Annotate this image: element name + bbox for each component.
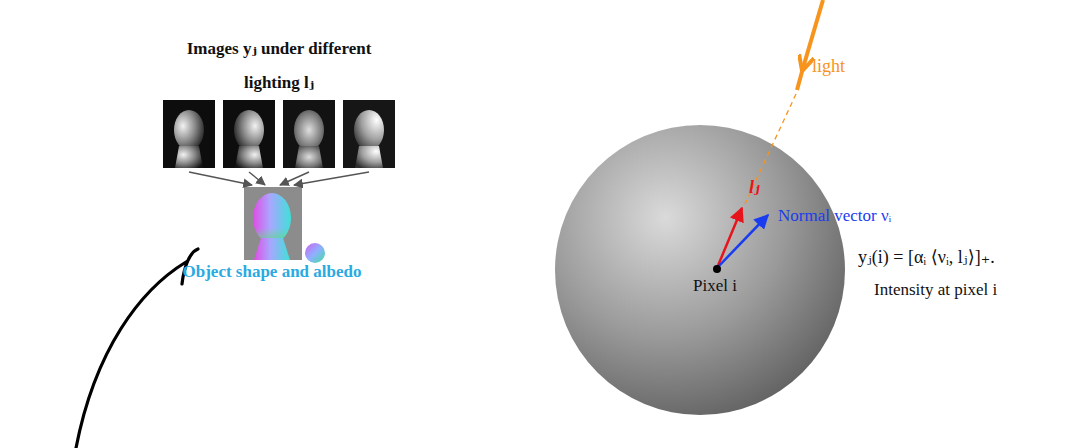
node-text: Object shape and albedo: [178, 261, 367, 283]
equation: yⱼ(i) = [αᵢ ⟨νᵢ, lⱼ⟩]₊.: [858, 246, 995, 268]
shape-output: Object shape and albedo: [178, 184, 367, 284]
node-text: Images yⱼ under different lighting lⱼ: [184, 32, 374, 100]
caption-note: Intensity at pixel i: [874, 280, 997, 300]
normal-map: [244, 187, 325, 263]
light-ray-dashed: [745, 94, 796, 204]
normal-vector: [717, 215, 768, 268]
light-label: light: [812, 56, 845, 77]
normal-label: Normal vector νᵢ: [778, 206, 891, 226]
sphere-shape: [555, 125, 845, 415]
connector-arrow: [189, 172, 252, 185]
light-vector: [717, 208, 742, 268]
image-strip: Images yⱼ under different lighting lⱼ: [160, 32, 398, 170]
pixel-dot: [713, 265, 721, 273]
hand-drawn-curve: [76, 249, 198, 448]
sphere: Pixel i: [555, 125, 845, 415]
face-images: [163, 100, 395, 168]
connector-arrow: [249, 172, 265, 185]
vector-label: lⱼ: [749, 176, 760, 198]
light-ray: [797, 68, 803, 90]
sphere-outline: [555, 125, 845, 415]
connector-arrow: [294, 172, 369, 185]
node-text: Pixel i: [693, 275, 737, 297]
